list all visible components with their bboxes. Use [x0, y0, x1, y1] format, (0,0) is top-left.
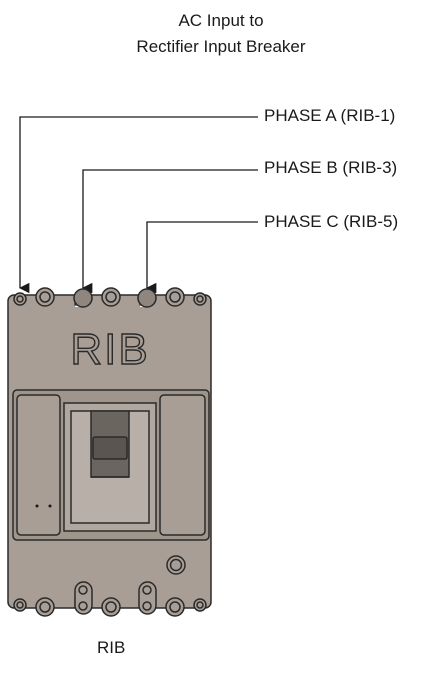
- phase-a-leader: [18, 116, 258, 294]
- test-button: [166, 555, 186, 575]
- phase-b-leader: [81, 169, 258, 294]
- phase-c-label: PHASE C (RIB-5): [264, 212, 399, 231]
- phase-b-label: PHASE B (RIB-3): [264, 158, 398, 177]
- breaker-caption: RIB: [97, 638, 126, 657]
- top-terminal-screws: [13, 287, 207, 308]
- diagram-title-line2: Rectifier Input Breaker: [136, 37, 306, 56]
- breaker-face-label: RIB: [70, 325, 149, 374]
- bottom-terminal-screws: [13, 581, 207, 617]
- diagram-title-line1: AC Input to: [178, 11, 264, 30]
- indicator-dots: [35, 504, 52, 508]
- phase-a-label: PHASE A (RIB-1): [264, 106, 396, 125]
- breaker-handle: [90, 410, 130, 478]
- phase-c-leader: [145, 221, 258, 294]
- center-panel: [12, 389, 210, 541]
